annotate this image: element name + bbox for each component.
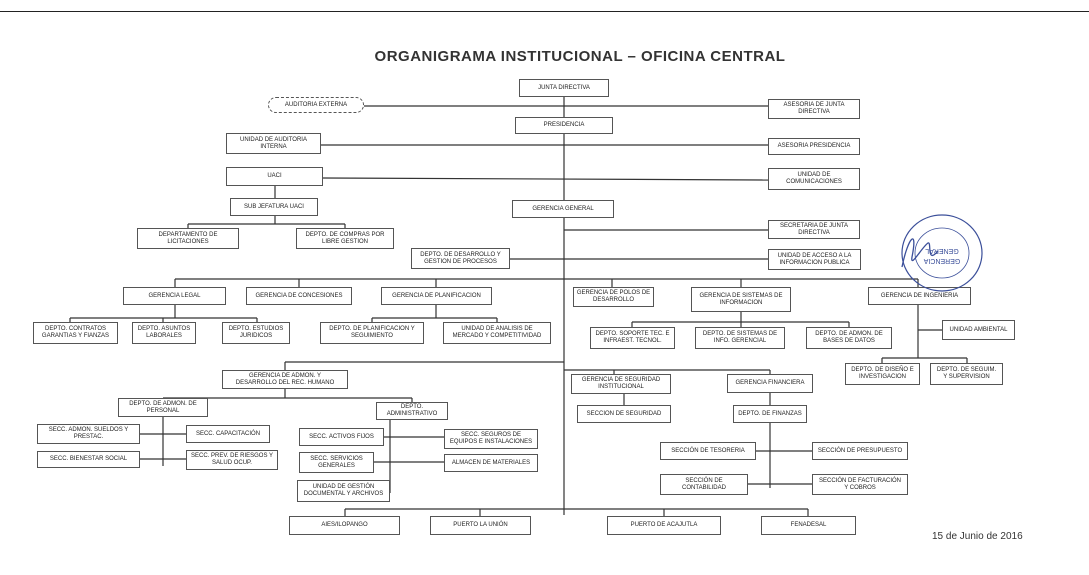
svg-text:GENERAL: GENERAL: [925, 247, 959, 254]
box-depto-asuntos-laborales: DEPTO. ASUNTOS LABORALES: [132, 322, 196, 344]
box-presidencia: PRESIDENCIA: [515, 117, 613, 134]
box-gerencia-admon-rrhh: GERENCIA DE ADMON. Y DESARROLLO DEL REC.…: [222, 370, 348, 389]
box-seccion-seguridad: SECCION DE SEGURIDAD: [577, 405, 671, 423]
svg-text:GERENCIA: GERENCIA: [923, 257, 960, 264]
box-uaci: UACI: [226, 167, 323, 186]
box-puerto-acajutla: PUERTO DE ACAJUTLA: [607, 516, 721, 535]
box-depto-finanzas: DEPTO. DE FINANZAS: [733, 405, 807, 423]
box-secretaria-junta: SECRETARIA DE JUNTA DIRECTIVA: [768, 220, 860, 239]
box-unidad-acceso-informacion: UNIDAD DE ACCESO A LA INFORMACION PUBLIC…: [768, 249, 861, 270]
date-label: 15 de Junio de 2016: [932, 531, 1023, 542]
box-depto-bases-datos: DEPTO. DE ADMON. DE BASES DE DATOS: [806, 327, 892, 349]
top-rule: [0, 11, 1089, 12]
box-depto-licitaciones: DEPARTAMENTO DE LICITACIONES: [137, 228, 239, 249]
box-seccion-presupuesto: SECCIÓN DE PRESUPUESTO: [812, 442, 908, 460]
box-depto-estudios-juridicos: DEPTO. ESTUDIOS JURIDICOS: [222, 322, 290, 344]
box-depto-desarrollo-procesos: DEPTO. DE DESARROLLO Y GESTION DE PROCES…: [411, 248, 510, 269]
box-depto-diseno: DEPTO. DE DISEÑO E INVESTIGACION: [845, 363, 920, 385]
box-secc-servicios-generales: SECC. SERVICIOS GENERALES: [299, 452, 374, 473]
chart-title: ORGANIGRAMA INSTITUCIONAL – OFICINA CENT…: [374, 48, 786, 65]
box-depto-soporte: DEPTO. SOPORTE TEC. E INFRAEST. TECNOL.: [590, 327, 675, 349]
box-secc-sueldos: SECC. ADMON. SUELDOS Y PRESTAC.: [37, 424, 140, 444]
box-asesoria-junta: ASESORIA DE JUNTA DIRECTIVA: [768, 99, 860, 119]
box-depto-admon-personal: DEPTO. DE ADMON. DE PERSONAL: [118, 398, 208, 417]
box-secc-bienestar: SECC. BIENESTAR SOCIAL: [37, 451, 140, 468]
box-depto-contratos: DEPTO. CONTRATOS GARANTIAS Y FIANZAS: [33, 322, 118, 344]
box-auditoria-externa: AUDITORIA EXTERNA: [268, 97, 364, 113]
box-unidad-analisis-mercado: UNIDAD DE ANALISIS DE MERCADO Y COMPETIT…: [443, 322, 551, 344]
box-asesoria-presidencia: ASESORIA PRESIDENCIA: [768, 138, 860, 155]
box-puerto-la-union: PUERTO LA UNIÓN: [430, 516, 531, 535]
box-secc-activos-fijos: SECC. ACTIVOS FIJOS: [299, 428, 384, 446]
box-secc-capacitacion: SECC. CAPACITACIÓN: [186, 425, 270, 443]
box-aies-ilopango: AIES/ILOPANGO: [289, 516, 400, 535]
box-gerencia-ingenieria: GERENCIA DE INGENIERIA: [868, 287, 971, 305]
box-depto-sistemas-info: DEPTO. DE SISTEMAS DE INFO. GERENCIAL: [695, 327, 785, 349]
box-gerencia-planificacion: GERENCIA DE PLANIFICACION: [381, 287, 492, 305]
box-gerencia-sistemas: GERENCIA DE SISTEMAS DE INFORMACION: [691, 287, 791, 312]
box-depto-administrativo: DEPTO. ADMINISTRATIVO: [376, 402, 448, 420]
box-almacen-materiales: ALMACEN DE MATERIALES: [444, 454, 538, 472]
box-depto-seguimiento: DEPTO. DE SEGUIM. Y SUPERVISION: [930, 363, 1003, 385]
box-gerencia-general: GERENCIA GENERAL: [512, 200, 614, 218]
box-seccion-contabilidad: SECCIÓN DE CONTABILIDAD: [660, 474, 748, 495]
box-gerencia-legal: GERENCIA LEGAL: [123, 287, 226, 305]
box-seccion-facturacion: SECCIÓN DE FACTURACIÓN Y COBROS: [812, 474, 908, 495]
box-unidad-auditoria-interna: UNIDAD DE AUDITORIA INTERNA: [226, 133, 321, 154]
box-secc-seguros: SECC. SEGUROS DE EQUIPOS E INSTALACIONES: [444, 429, 538, 449]
box-unidad-ambiental: UNIDAD AMBIENTAL: [942, 320, 1015, 340]
box-depto-compras: DEPTO. DE COMPRAS POR LIBRE GESTION: [296, 228, 394, 249]
box-secc-prevencion: SECC. PREV. DE RIESGOS Y SALUD OCUP.: [186, 450, 278, 470]
box-gerencia-concesiones: GERENCIA DE CONCESIONES: [246, 287, 352, 305]
box-gerencia-financiera: GERENCIA FINANCIERA: [727, 374, 813, 393]
box-gerencia-seguridad: GERENCIA DE SEGURIDAD INSTITUCIONAL: [571, 374, 671, 394]
box-unidad-comunicaciones: UNIDAD DE COMUNICACIONES: [768, 168, 860, 190]
box-fenadesal: FENADESAL: [761, 516, 856, 535]
box-junta-directiva: JUNTA DIRECTIVA: [519, 79, 609, 97]
official-stamp: GERENCIA GENERAL: [901, 214, 983, 292]
box-subjefatura-uaci: SUB JEFATURA UACI: [230, 198, 318, 216]
box-seccion-tesoreria: SECCIÓN DE TESORERIA: [660, 442, 756, 460]
box-gerencia-polos: GERENCIA DE POLOS DE DESARROLLO: [573, 287, 654, 307]
box-unidad-gestion-documental: UNIDAD DE GESTIÓN DOCUMENTAL Y ARCHIVOS: [297, 480, 390, 502]
box-depto-planificacion: DEPTO. DE PLANIFICACION Y SEGUIMIENTO: [320, 322, 424, 344]
